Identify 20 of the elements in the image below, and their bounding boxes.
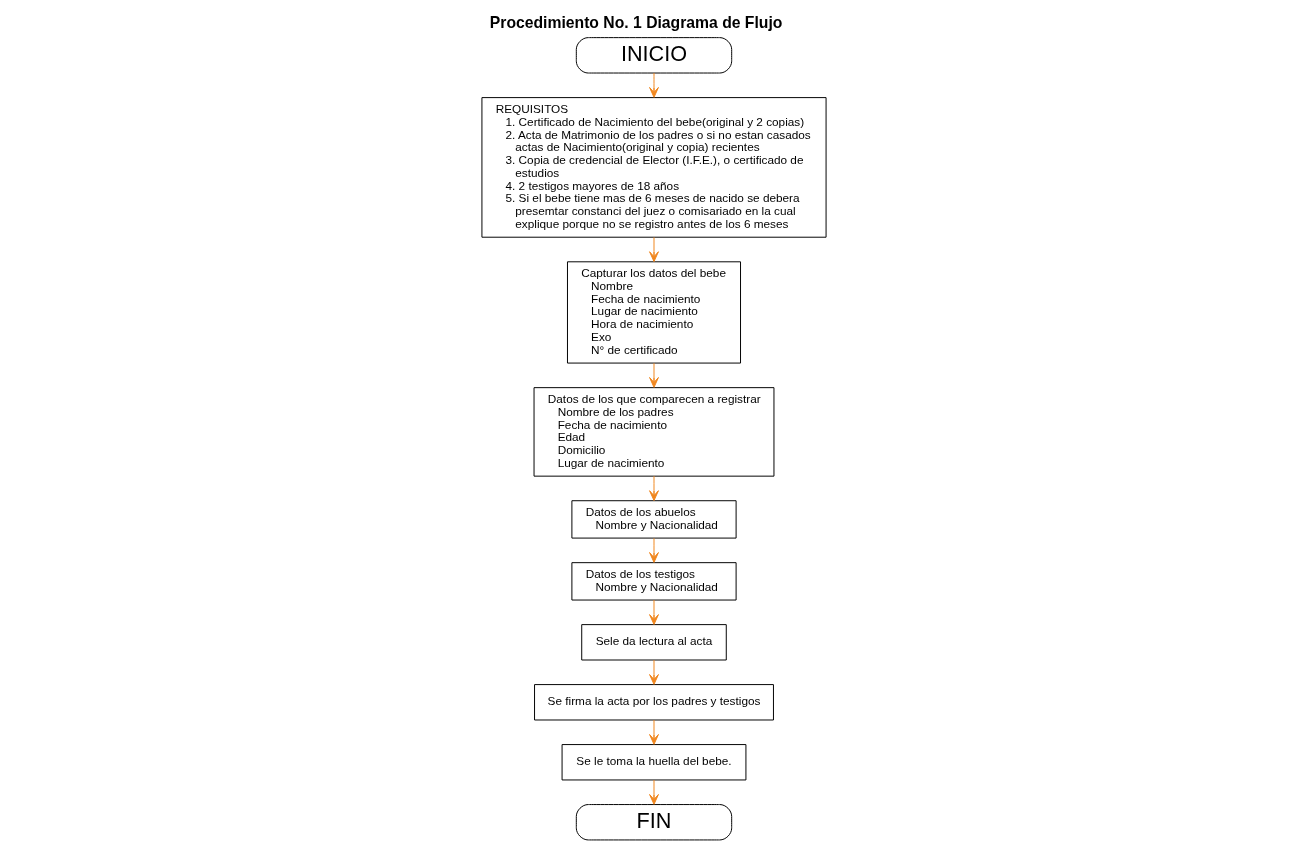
node-box: Datos de los abuelos Nombre y Nacionalidad (571, 500, 737, 539)
arrow (649, 236, 659, 263)
node-box: Capturar los datos del bebe Nombre Fecha de nacimiento Lugar de nacimiento Hora de nacimiento Exo N° de certificado (567, 261, 741, 364)
arrow (649, 599, 659, 625)
arrow (649, 659, 659, 685)
node-box: Sele da lectura al acta (581, 624, 727, 661)
node-box: INICIO (575, 37, 733, 74)
node-box: REQUISITOS 1. Certificado de Nacimiento del bebe(original y 2 copias) 2. Acta de Matrimonio de los padres o si no estan casados actas de Nacimiento(original y copia) recientes 3. Copia de credencial de Elector (I.F.E.), o certificado de estudios 4. 2 testigos mayores de 18 años 5. Si el bebe tiene mas de 6 meses de nacido se debera presemtar constanci del juez o comisariado en la cual explique porque no se registro antes de los 6 meses (481, 97, 827, 238)
node-box: FIN (575, 804, 733, 841)
node-box: Se le toma la huella del bebe. (561, 744, 747, 781)
arrow (649, 72, 659, 98)
node-box: Se firma la acta por los padres y testigos (534, 684, 774, 721)
diagram-title: Procedimiento No. 1 Diagrama de Flujo (489, 13, 783, 31)
arrow (649, 779, 659, 805)
node-box: Datos de los que comparecen a registrar Nombre de los padres Fecha de nacimiento Edad Domicilio Lugar de nacimiento (533, 387, 775, 477)
node-box: Datos de los testigos Nombre y Nacionalidad (571, 562, 737, 601)
arrow (649, 719, 659, 745)
arrow (649, 362, 659, 388)
arrow (649, 475, 659, 501)
arrow (649, 537, 659, 563)
